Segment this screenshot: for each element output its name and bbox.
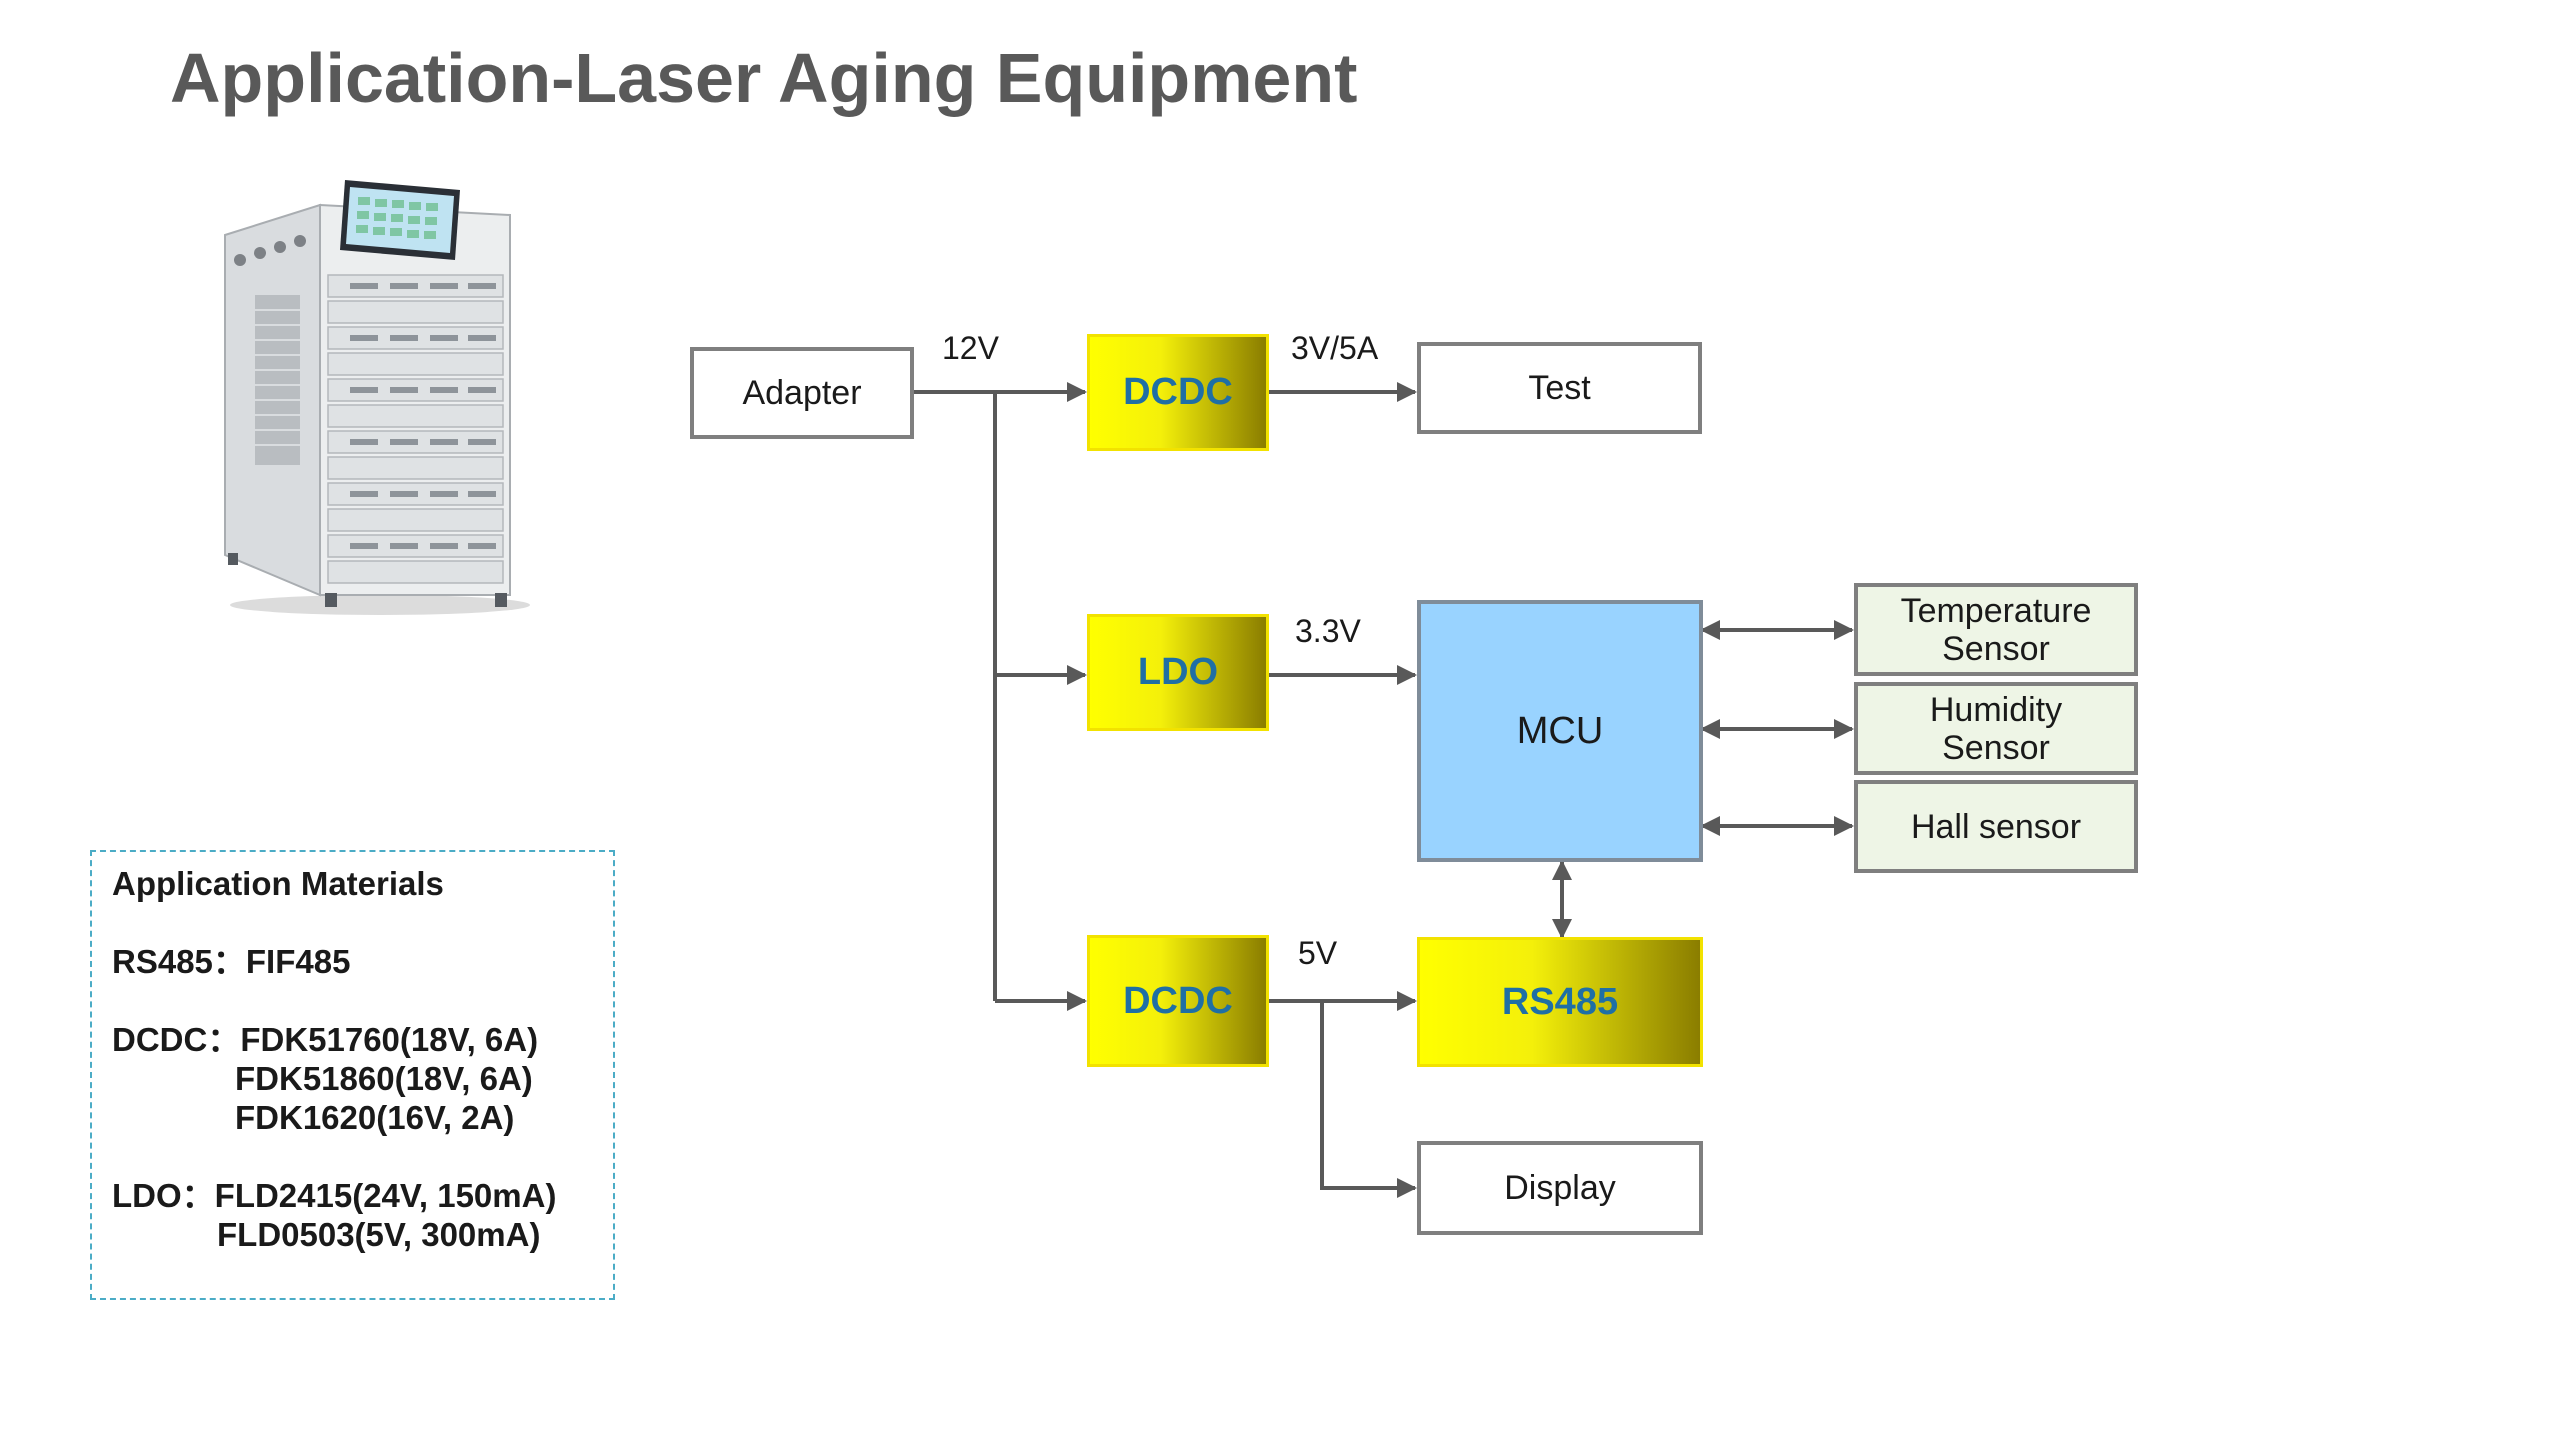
materials-rs485: RS485：FIF485 [112,943,351,980]
materials-ldo-2: FLD0503(5V, 300mA) [217,1216,541,1253]
label-3v-5a: 3V/5A [1291,330,1379,366]
aging-equipment-image [224,180,530,615]
ldo-box: LDO [1087,614,1269,731]
page-title: Application-Laser Aging Equipment [170,39,1358,117]
display-box: Display [1417,1141,1703,1235]
label-5v: 5V [1298,935,1338,971]
test-box: Test [1417,342,1702,434]
wire-display-branch [1320,1001,1417,1198]
temperature-sensor-box: Temperature Sensor [1854,583,2138,676]
materials-heading: Application Materials [112,865,444,902]
adapter-box: Adapter [690,347,914,439]
materials-dcdc-2: FDK51860(18V, 6A) [235,1060,533,1097]
hall-sensor-box: Hall sensor [1854,780,2138,873]
label-3-3v: 3.3V [1295,613,1361,649]
mcu-box: MCU [1417,600,1703,862]
dcdc-top-box: DCDC [1087,334,1269,451]
materials-ldo-1: LDO：FLD2415(24V, 150mA) [112,1177,557,1214]
materials-dcdc-1: DCDC：FDK51760(18V, 6A) [112,1021,539,1058]
humidity-sensor-box: Humidity Sensor [1854,682,2138,775]
materials-dcdc-3: FDK1620(16V, 2A) [235,1099,515,1136]
label-12v: 12V [942,330,999,366]
rs485-box: RS485 [1417,937,1703,1067]
dcdc-bottom-box: DCDC [1087,935,1269,1067]
application-materials-panel: Application Materials RS485：FIF485 DCDC：… [90,850,615,1300]
